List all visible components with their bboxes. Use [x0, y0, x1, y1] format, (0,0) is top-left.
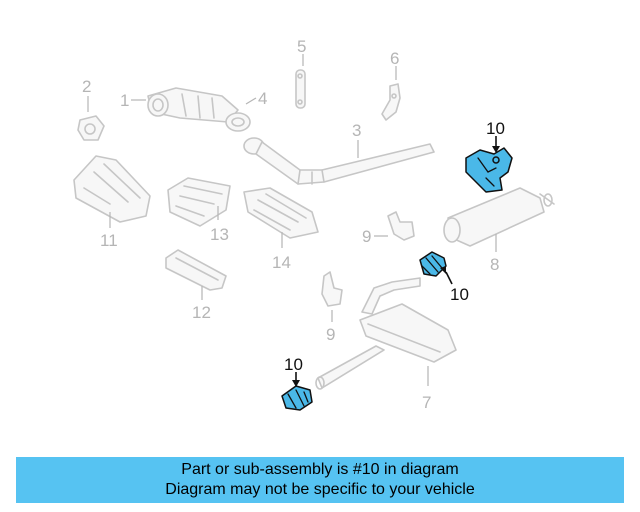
- part-label-14: 14: [272, 253, 291, 272]
- part-9-upper[interactable]: 9: [362, 211, 415, 246]
- part-7[interactable]: 7: [315, 277, 457, 412]
- part-12[interactable]: 12: [165, 249, 227, 322]
- part-13[interactable]: 13: [167, 177, 231, 244]
- part-2[interactable]: 2: [77, 77, 105, 141]
- part-label-1: 1: [120, 91, 129, 110]
- part-11[interactable]: 11: [73, 155, 151, 250]
- banner-line-2: Diagram may not be specific to your vehi…: [165, 481, 475, 498]
- part-label-6: 6: [390, 49, 399, 68]
- part-label-10a: 10: [486, 119, 505, 138]
- part-label-7: 7: [422, 393, 431, 412]
- part-10-mount-lower[interactable]: 10: [281, 355, 313, 411]
- banner-line-1: Part or sub-assembly is #10 in diagram: [181, 461, 459, 478]
- part-5[interactable]: 5: [295, 37, 306, 109]
- part-8[interactable]: 8: [443, 187, 555, 274]
- part-label-5: 5: [297, 37, 306, 56]
- part-3[interactable]: 3: [243, 121, 435, 185]
- part-label-9a: 9: [362, 227, 371, 246]
- part-label-2: 2: [82, 77, 91, 96]
- part-label-12: 12: [192, 303, 211, 322]
- part-4[interactable]: 4: [225, 89, 267, 132]
- part-label-13: 13: [210, 225, 229, 244]
- part-label-8: 8: [490, 255, 499, 274]
- info-banner: Part or sub-assembly is #10 in diagram D…: [16, 457, 624, 503]
- part-10-mount-upper[interactable]: 10: [465, 119, 513, 193]
- part-1[interactable]: 1: [120, 87, 239, 123]
- part-9-lower[interactable]: 9: [321, 271, 343, 344]
- part-label-11: 11: [100, 231, 118, 250]
- part-label-3: 3: [352, 121, 361, 140]
- part-6[interactable]: 6: [381, 49, 401, 121]
- part-label-10c: 10: [284, 355, 303, 374]
- part-label-4: 4: [258, 89, 267, 108]
- part-14[interactable]: 14: [243, 187, 319, 272]
- exhaust-parts-diagram: 5 6 2 1 4 3: [73, 37, 555, 412]
- part-10-mount-middle[interactable]: 10: [419, 251, 469, 304]
- part-label-9b: 9: [326, 325, 335, 344]
- part-label-10b: 10: [450, 285, 469, 304]
